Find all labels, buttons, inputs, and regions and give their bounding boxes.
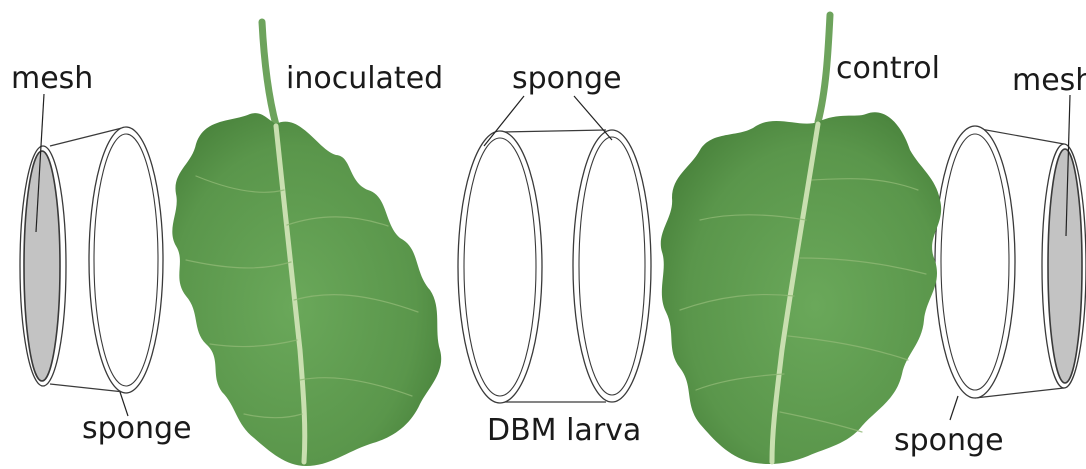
right-sponge-ring <box>935 126 1015 398</box>
sponge-center-label: sponge <box>512 61 622 96</box>
sponge-right-label: sponge <box>894 423 1004 458</box>
mesh-right-label: mesh <box>1012 63 1086 98</box>
right-mesh <box>1048 149 1082 383</box>
center-pair-top-edge <box>500 130 606 132</box>
mesh-left-label: mesh <box>11 61 93 96</box>
inoculated-leaf-petiole <box>262 22 276 125</box>
control-label: control <box>836 51 940 86</box>
left-clip-cage <box>20 127 163 393</box>
sponge-center-pointer-right <box>574 96 612 140</box>
control-leaf-blade <box>661 112 941 464</box>
center-sponge-right-ring <box>573 130 651 402</box>
left-mesh <box>24 151 60 381</box>
dbm-larva-label: DBM larva <box>487 413 641 448</box>
control-leaf-petiole <box>818 15 830 122</box>
center-sponge-left-ring <box>458 131 542 403</box>
sponge-left-label: sponge <box>82 411 192 446</box>
right-clip-cage <box>935 126 1086 398</box>
sponge-right-pointer <box>950 396 958 420</box>
left-sponge-ring <box>89 127 163 393</box>
inoculated-label: inoculated <box>286 61 443 96</box>
center-sponge-pair <box>458 130 651 403</box>
